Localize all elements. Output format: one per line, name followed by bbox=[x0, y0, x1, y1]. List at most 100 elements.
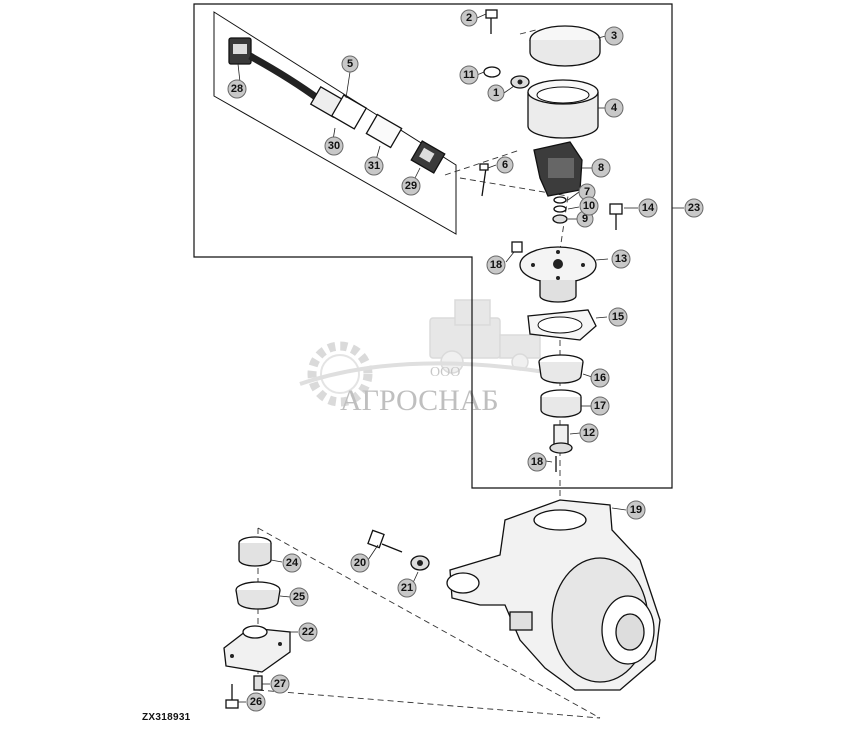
cap-22 bbox=[223, 625, 291, 673]
bolt-18-upper bbox=[511, 241, 523, 253]
screw-6 bbox=[479, 163, 489, 197]
callout-14: 14 bbox=[638, 198, 658, 218]
callout-21: 21 bbox=[397, 578, 417, 598]
flange-13 bbox=[519, 246, 597, 303]
svg-text:18: 18 bbox=[490, 259, 502, 271]
svg-text:1: 1 bbox=[493, 87, 499, 99]
bushing-24 bbox=[238, 536, 272, 567]
callout-18-lower: 18 bbox=[527, 452, 547, 472]
steering-knuckle-19 bbox=[446, 499, 661, 691]
nut-21 bbox=[410, 555, 430, 571]
svg-text:20: 20 bbox=[354, 557, 366, 569]
svg-text:9: 9 bbox=[582, 213, 588, 225]
callout-15: 15 bbox=[608, 307, 628, 327]
svg-text:30: 30 bbox=[328, 140, 340, 152]
svg-text:7: 7 bbox=[584, 186, 590, 198]
callout-29: 29 bbox=[401, 176, 421, 196]
nut-1 bbox=[510, 75, 530, 89]
callout-13: 13 bbox=[611, 249, 631, 269]
bolt-26 bbox=[225, 684, 239, 709]
svg-text:2: 2 bbox=[466, 12, 472, 24]
screw-2 bbox=[485, 9, 498, 34]
svg-text:16: 16 bbox=[594, 372, 606, 384]
callout-25: 25 bbox=[289, 587, 309, 607]
connector-30 bbox=[309, 85, 368, 130]
o-ring-7 bbox=[553, 196, 567, 204]
svg-text:26: 26 bbox=[250, 696, 262, 708]
gasket-15 bbox=[527, 309, 597, 341]
svg-text:27: 27 bbox=[274, 678, 286, 690]
callout-18-upper: 18 bbox=[486, 255, 506, 275]
svg-text:12: 12 bbox=[583, 427, 595, 439]
svg-text:13: 13 bbox=[615, 253, 627, 265]
watermark-small-text: ООО bbox=[430, 365, 460, 380]
callout-30: 30 bbox=[324, 136, 344, 156]
callout-20: 20 bbox=[350, 553, 370, 573]
callout-23: 23 bbox=[684, 198, 704, 218]
nut-9 bbox=[552, 214, 568, 224]
callout-22: 22 bbox=[298, 622, 318, 642]
callout-24: 24 bbox=[282, 553, 302, 573]
harness-cable bbox=[248, 52, 323, 103]
bolt-14 bbox=[609, 203, 623, 230]
callout-5: 5 bbox=[341, 55, 359, 73]
svg-text:8: 8 bbox=[598, 162, 604, 174]
callout-16: 16 bbox=[590, 368, 610, 388]
svg-text:15: 15 bbox=[612, 311, 624, 323]
svg-text:24: 24 bbox=[286, 557, 299, 569]
callout-12: 12 bbox=[579, 423, 599, 443]
callout-3: 3 bbox=[604, 26, 624, 46]
tractor-logo-icon bbox=[429, 299, 541, 374]
callout-8: 8 bbox=[591, 158, 611, 178]
callout-19: 19 bbox=[626, 500, 646, 520]
svg-text:11: 11 bbox=[463, 69, 475, 81]
svg-text:4: 4 bbox=[611, 102, 618, 114]
callout-10: 10 bbox=[579, 196, 599, 216]
svg-text:5: 5 bbox=[347, 58, 353, 70]
svg-text:29: 29 bbox=[405, 180, 417, 192]
svg-text:19: 19 bbox=[630, 504, 642, 516]
figure-code: ZX318931 bbox=[142, 712, 191, 723]
callout-17: 17 bbox=[590, 396, 610, 416]
callout-2: 2 bbox=[460, 9, 478, 27]
fitting-27 bbox=[253, 675, 263, 691]
svg-text:23: 23 bbox=[688, 202, 700, 214]
cover-3 bbox=[529, 25, 601, 67]
bolt-20 bbox=[367, 529, 403, 553]
callout-26: 26 bbox=[246, 692, 266, 712]
seal-16 bbox=[538, 354, 584, 384]
callout-11: 11 bbox=[459, 65, 479, 85]
watermark: ООО АГРОСНАБ bbox=[299, 299, 546, 417]
callout-28: 28 bbox=[227, 79, 247, 99]
callout-4: 4 bbox=[604, 98, 624, 118]
svg-text:6: 6 bbox=[502, 159, 508, 171]
svg-text:18: 18 bbox=[531, 456, 543, 468]
assembly-border bbox=[193, 3, 673, 489]
housing-4 bbox=[527, 79, 599, 139]
callout-6: 6 bbox=[496, 156, 514, 174]
svg-text:28: 28 bbox=[231, 83, 243, 95]
seal-25 bbox=[235, 581, 281, 610]
svg-text:31: 31 bbox=[368, 160, 380, 172]
o-ring-10 bbox=[553, 205, 567, 213]
pin-12 bbox=[549, 424, 573, 454]
alignment-line-upper bbox=[444, 29, 569, 251]
connector-28 bbox=[228, 37, 252, 65]
watermark-brand-text: АГРОСНАБ bbox=[340, 384, 499, 417]
callout-31: 31 bbox=[364, 156, 384, 176]
bushing-17 bbox=[540, 389, 582, 418]
callout-27: 27 bbox=[270, 674, 290, 694]
connector-31 bbox=[365, 113, 403, 149]
svg-text:17: 17 bbox=[594, 400, 606, 412]
svg-text:25: 25 bbox=[293, 591, 305, 603]
svg-text:10: 10 bbox=[583, 200, 595, 212]
connector-29 bbox=[410, 140, 446, 174]
svg-text:21: 21 bbox=[401, 582, 413, 594]
callout-1: 1 bbox=[487, 84, 505, 102]
washer-11 bbox=[483, 66, 501, 78]
callout-7: 7 bbox=[578, 183, 596, 201]
sensor-8 bbox=[533, 141, 583, 197]
svg-text:14: 14 bbox=[642, 202, 655, 214]
svg-text:22: 22 bbox=[302, 626, 314, 638]
